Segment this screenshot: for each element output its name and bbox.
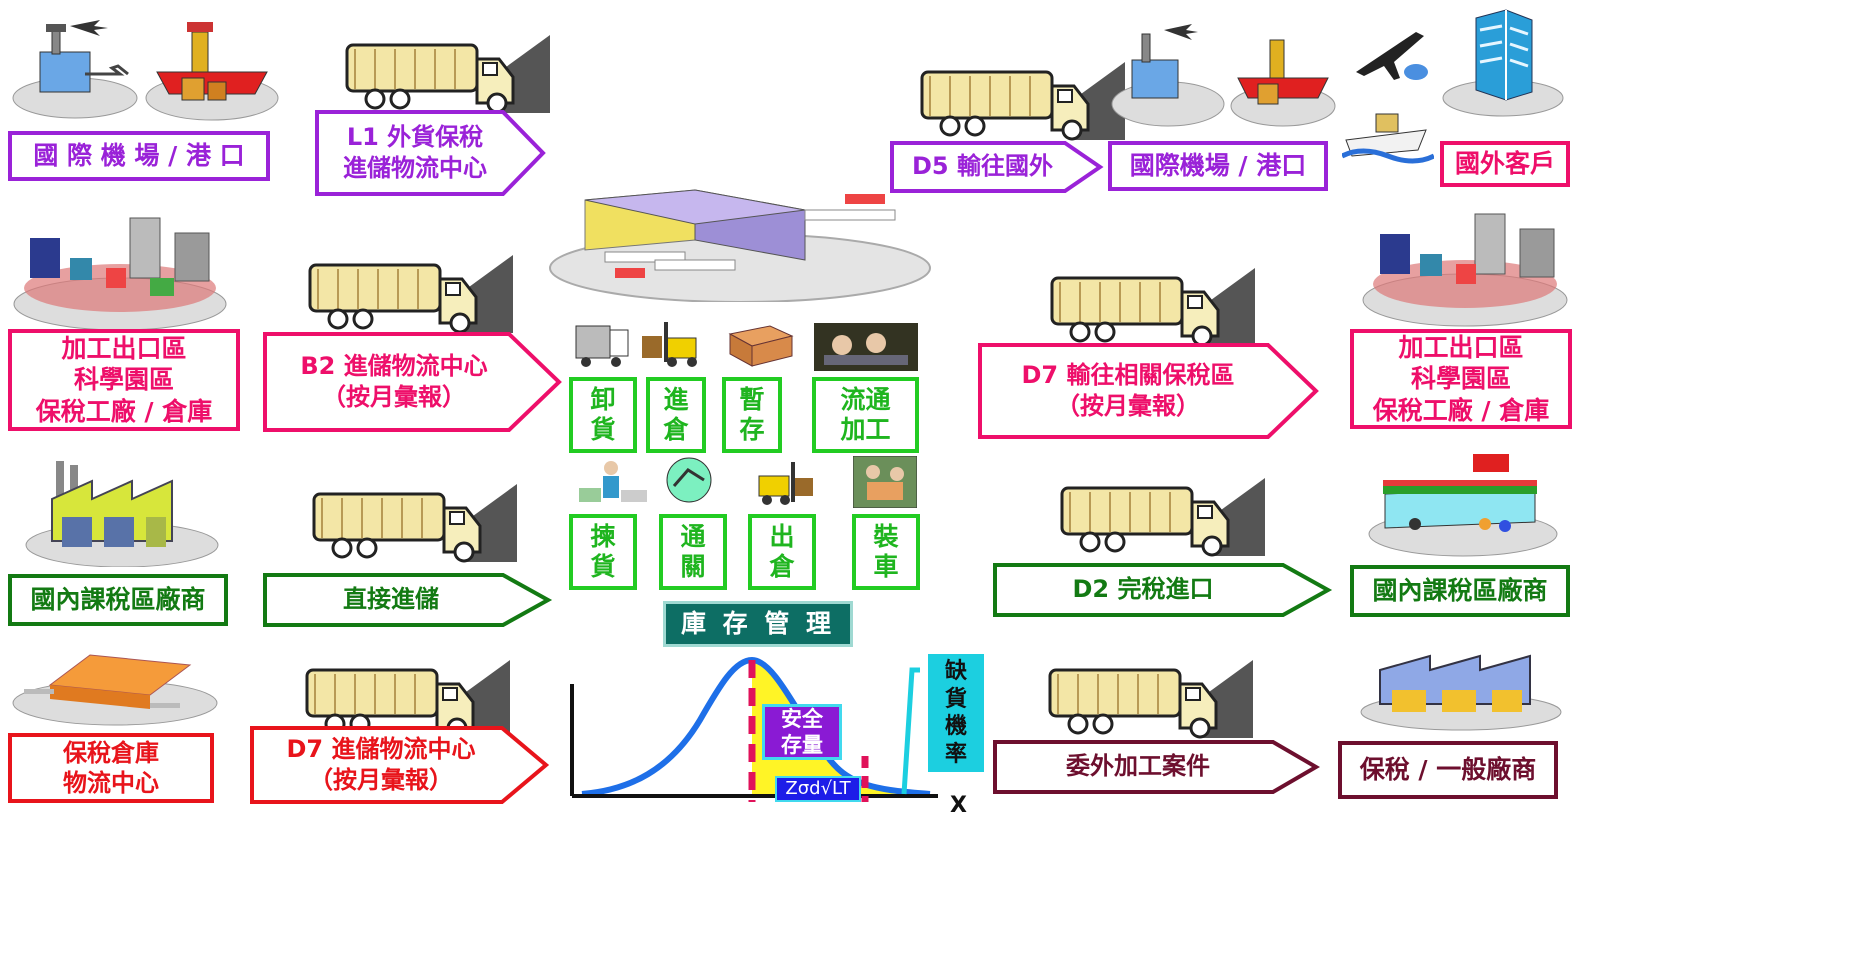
picking-icon [575, 458, 651, 510]
industrial-park-icon [10, 208, 230, 333]
d7-inbound-arrow: D7 進儲物流中心 （按月彙報） [250, 726, 550, 804]
op-distribution-processing: 流通 加工 [812, 377, 919, 453]
safety-stock-label: 安全 存量 [762, 704, 842, 760]
left-export-zone-label: 加工出口區 科學園區 保稅工廠 / 倉庫 [8, 329, 240, 431]
port-ship-icon [142, 12, 282, 124]
office-building-icon [1440, 6, 1566, 118]
d2-import-arrow: D2 完稅進口 [993, 563, 1333, 617]
factory-icon [22, 455, 222, 568]
unload-icon [572, 320, 634, 370]
truck-icon [1060, 476, 1270, 562]
outsourced-processing-arrow: 委外加工案件 [993, 740, 1320, 794]
op-temporary-storage: 暫 存 [722, 377, 782, 453]
warehouse-factory-icon [1356, 640, 1566, 732]
truck-icon [308, 253, 518, 339]
left-bonded-warehouse-label: 保稅倉庫 物流中心 [8, 733, 214, 803]
safety-stock-formula: Zσd√LT [775, 776, 861, 802]
port-ship-icon [1228, 22, 1338, 128]
plane-icon [1350, 22, 1430, 86]
right-export-zone-label: 加工出口區 科學園區 保稅工廠 / 倉庫 [1350, 329, 1572, 429]
bonded-warehouse-icon [10, 645, 220, 727]
b2-flow-arrow: B2 進儲物流中心 （按月彙報） [263, 332, 562, 432]
airport-icon [1108, 14, 1228, 129]
direct-storage-arrow: 直接進儲 [263, 573, 553, 627]
forklift-icon [640, 318, 710, 370]
ship-icon [1340, 100, 1436, 164]
truck-icon [312, 482, 522, 568]
truck-icon [920, 60, 1130, 146]
op-loading: 裝 車 [852, 514, 920, 590]
op-warehouse-out: 出 倉 [748, 514, 816, 590]
truck-icon [1050, 266, 1260, 352]
left-domestic-label: 國內課稅區廠商 [8, 574, 228, 626]
processing-icon [814, 323, 918, 371]
inventory-management-label: 庫 存 管 理 [663, 601, 853, 647]
right-domestic-label: 國內課稅區廠商 [1350, 565, 1570, 617]
d7-outbound-arrow: D7 輸往相關保稅區 （按月彙報） [978, 343, 1319, 439]
l1-flow-arrow: L1 外貨保稅 進儲物流中心 [315, 110, 546, 196]
right-airport-port-label: 國際機場 / 港口 [1108, 141, 1328, 191]
shipping-forklift-icon [755, 456, 817, 508]
op-unload: 卸 貨 [569, 377, 637, 453]
logistics-center-icon [545, 180, 935, 303]
convenience-store-icon [1365, 450, 1561, 558]
x-axis-label: X [950, 793, 967, 818]
stockout-probability-label: 缺 貨 機 率 [928, 654, 984, 772]
op-picking: 揀 貨 [569, 514, 637, 590]
airport-icon [10, 12, 140, 122]
d5-export-arrow: D5 輸往國外 [890, 141, 1104, 193]
truck-icon [345, 33, 555, 119]
loading-icon [852, 455, 918, 509]
foreign-customer-label: 國外客戶 [1440, 141, 1570, 187]
truck-icon [1048, 658, 1258, 744]
op-customs: 通 關 [659, 514, 727, 590]
industrial-park-icon [1360, 204, 1570, 328]
op-warehouse-in: 進 倉 [646, 377, 706, 453]
left-airport-port-label: 國 際 機 場 / 港 口 [8, 131, 270, 181]
crate-icon [724, 320, 796, 368]
customs-icon [660, 456, 718, 504]
bonded-general-label: 保稅 / 一般廠商 [1338, 741, 1558, 799]
